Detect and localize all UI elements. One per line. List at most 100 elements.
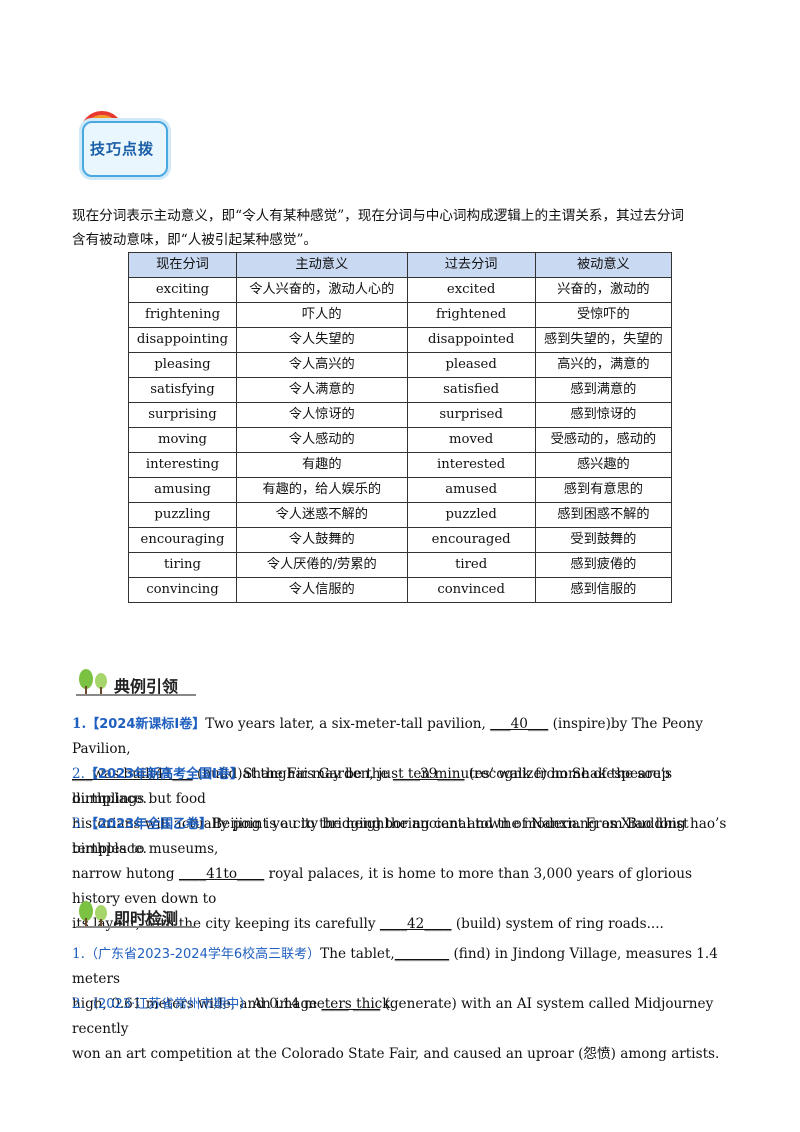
table-cell: 感到惊讶的 <box>534 402 673 428</box>
item-text: won an art competition at the Colorado S… <box>72 1046 720 1062</box>
table-cell: 令人迷惑不解的 <box>235 502 408 528</box>
table-cell: convinced <box>406 577 536 603</box>
table-header-cell: 现在分词 <box>128 252 237 278</box>
item-text: Beijing is a city bridging the ancient a… <box>72 816 689 857</box>
quiz-title: 即时检测 <box>114 909 179 928</box>
item-text: An image <box>252 996 322 1012</box>
tree-icon <box>79 669 107 695</box>
table-cell: 感兴趣的 <box>534 452 673 478</box>
answer-blank: ____42____ <box>379 916 452 932</box>
table-cell: excited <box>406 277 536 303</box>
answer-blank: ___was built41___ <box>72 766 193 782</box>
table-header-cell: 主动意义 <box>235 252 408 278</box>
examples-title: 典例引领 <box>114 677 179 696</box>
table-cell: 有趣的，给人娱乐的 <box>235 477 408 503</box>
table-cell: tiring <box>128 552 237 578</box>
table-cell: satisfying <box>128 377 237 403</box>
quiz-item-2: 2.（2023·江苏省常州市期中）An image ____ ____ (gen… <box>72 992 732 1067</box>
badge-frame <box>82 121 168 177</box>
table-cell: 令人信服的 <box>235 577 408 603</box>
item-text: (recognize) home of the soup dumplings b… <box>72 766 671 807</box>
table-header-cell: 过去分词 <box>406 252 536 278</box>
item-source: 【2024新课标Ⅰ卷】 <box>86 717 206 732</box>
table-cell: moved <box>406 427 536 453</box>
item-text: high, 0.61 meters wide, and 0.14 meters … <box>72 996 395 1012</box>
table-cell: 令人兴奋的，激动人心的 <box>235 277 408 303</box>
item-text: (generate) with an AI system called Midj… <box>72 996 714 1037</box>
table-cell: pleasing <box>128 352 237 378</box>
table-cell: 感到困惑不解的 <box>534 502 673 528</box>
table-cell: 有趣的 <box>235 452 408 478</box>
table-cell: amused <box>406 477 536 503</box>
table-cell: encouraging <box>128 527 237 553</box>
item-source: （广东省2023-2024学年6校高三联考） <box>84 947 321 962</box>
item-text: (build)at the Firs Garden, just ten minu… <box>72 766 673 807</box>
item-text: its layout, with the city keeping its ca… <box>72 916 380 932</box>
answer-blank: ____41to____ <box>178 866 265 882</box>
table-cell: moving <box>128 427 237 453</box>
table-cell: disappointed <box>406 327 536 353</box>
table-cell: 令人惊讶的 <box>235 402 408 428</box>
table-cell: pleased <box>406 352 536 378</box>
answer-blank[interactable]: ____ ____ <box>321 996 381 1012</box>
intro-line-2: 含有被动意味，即“人被引起某种感觉”。 <box>72 232 317 248</box>
table-cell: 令人失望的 <box>235 327 408 353</box>
table-cell: tired <box>406 552 536 578</box>
table-cell: 感到信服的 <box>534 577 673 603</box>
item-number: 3. <box>72 816 85 832</box>
table-cell: 受到鼓舞的 <box>534 527 673 553</box>
tree-icon <box>79 901 107 927</box>
table-cell: 感到满意的 <box>534 377 673 403</box>
table-cell: satisfied <box>406 377 536 403</box>
intro-paragraph: 现在分词表示主动意义，即“令人有某种感觉”，现在分词与中心词构成逻辑上的主谓关系… <box>72 204 732 252</box>
table-cell: 吓人的 <box>235 302 408 328</box>
quiz-heading: 即时检测 <box>76 900 206 930</box>
table-cell: convincing <box>128 577 237 603</box>
table-header-cell: 被动意义 <box>534 252 673 278</box>
table-cell: encouraged <box>406 527 536 553</box>
table-cell: puzzling <box>128 502 237 528</box>
table-cell: frightened <box>406 302 536 328</box>
item-source: （2023·江苏省常州市期中） <box>84 997 253 1012</box>
answer-blank[interactable]: ________ <box>394 946 450 962</box>
item-text: royal palaces, it is home to more than 3… <box>72 866 692 907</box>
quiz-item-1: 1.（广东省2023-2024学年6校高三联考）The tablet,_____… <box>72 942 732 1017</box>
table-cell: puzzled <box>406 502 536 528</box>
table-cell: 令人满意的 <box>235 377 408 403</box>
table-cell: 令人厌倦的/劳累的 <box>235 552 408 578</box>
examples-heading: 典例引领 <box>76 668 206 698</box>
heading-underline <box>76 926 196 928</box>
item-number: 2. <box>72 766 85 782</box>
table-cell: exciting <box>128 277 237 303</box>
table-cell: 感到失望的，失望的 <box>534 327 673 353</box>
item-text: (build) system of ring roads.... <box>451 916 664 932</box>
example-item-1: 1.【2024新课标Ⅰ卷】Two years later, a six-mete… <box>72 712 732 812</box>
example-item-3: 3.【2023年全国乙卷】Beijing is a city bridging … <box>72 812 732 937</box>
table-cell: 感到疲倦的 <box>534 552 673 578</box>
intro-line-1: 现在分词表示主动意义，即“令人有某种感觉”，现在分词与中心词构成逻辑上的主谓关系… <box>72 208 685 224</box>
table-cell: amusing <box>128 477 237 503</box>
item-source: 【2023年全国乙卷】 <box>84 817 213 832</box>
table-cell: interesting <box>128 452 237 478</box>
item-number: 1. <box>72 946 85 962</box>
table-cell: surprising <box>128 402 237 428</box>
item-text: The tablet, <box>320 946 395 962</box>
table-cell: 兴奋的，激动的 <box>534 277 673 303</box>
item-text: historians will actually point you to th… <box>72 816 727 857</box>
table-cell: 令人高兴的 <box>235 352 408 378</box>
table-cell: disappointing <box>128 327 237 353</box>
item-text: Two years later, a six-meter-tall pavili… <box>205 716 491 732</box>
answer-blank: ____39____ <box>392 766 465 782</box>
item-number: 2. <box>72 996 85 1012</box>
